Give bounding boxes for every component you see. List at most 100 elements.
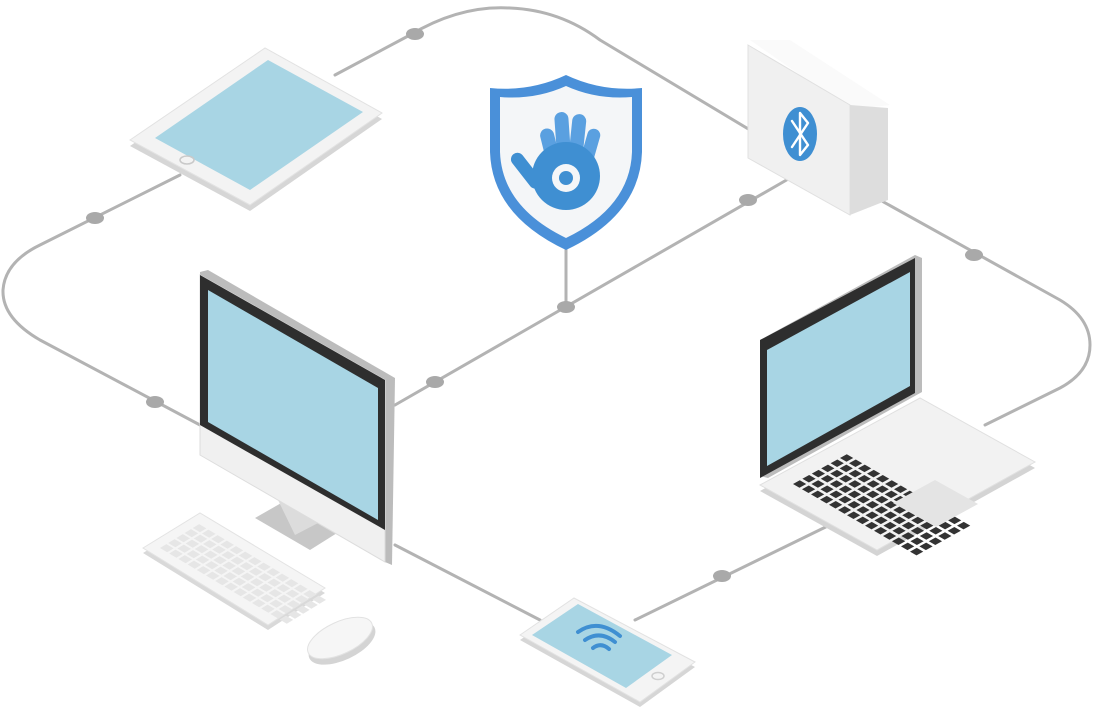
keycap xyxy=(232,577,247,586)
keycap xyxy=(883,532,897,540)
keycap xyxy=(192,524,207,533)
keycap xyxy=(238,551,253,560)
keycap xyxy=(178,555,192,564)
keycap xyxy=(866,480,880,488)
keycap xyxy=(278,605,293,614)
keycap xyxy=(820,475,835,483)
keycap xyxy=(184,529,199,538)
keycap xyxy=(196,566,211,575)
keycap xyxy=(257,562,271,571)
keycap xyxy=(277,594,292,603)
keycap xyxy=(250,578,264,587)
keycap xyxy=(901,521,916,530)
keycap xyxy=(910,547,924,556)
connector-dot xyxy=(739,194,757,206)
keycap xyxy=(176,534,190,543)
keycap xyxy=(857,485,871,493)
keycap xyxy=(894,485,908,493)
keycap xyxy=(867,469,881,478)
keycap xyxy=(876,475,890,483)
keycap xyxy=(856,495,871,504)
keycap xyxy=(284,579,299,588)
tablet-icon xyxy=(129,47,383,211)
connector-dot xyxy=(146,396,164,408)
keycap xyxy=(248,557,262,566)
keycap xyxy=(252,599,266,608)
keycap xyxy=(267,578,281,587)
keycap xyxy=(286,600,301,609)
keycap xyxy=(947,527,961,535)
keycap xyxy=(258,573,272,582)
desktop-to-phone-line xyxy=(393,543,542,622)
keycap xyxy=(230,556,245,565)
keycap xyxy=(222,561,236,570)
keycap xyxy=(186,550,201,559)
keycap xyxy=(251,588,265,597)
bluetooth-hub xyxy=(747,40,890,216)
keycap xyxy=(874,516,888,525)
keycap xyxy=(811,490,825,499)
mouse-icon xyxy=(307,616,376,665)
keycap xyxy=(205,561,219,570)
keycap xyxy=(883,511,898,519)
keycap xyxy=(214,566,228,575)
keycap xyxy=(204,550,218,559)
keycap xyxy=(229,546,244,555)
keycap xyxy=(910,527,925,535)
keycap xyxy=(268,589,282,598)
connector-dot xyxy=(965,249,983,261)
keycap xyxy=(802,475,816,483)
hand-shield-icon xyxy=(490,75,642,250)
keycap xyxy=(892,537,906,545)
keycap xyxy=(259,583,273,592)
keycap xyxy=(910,537,924,545)
keycap xyxy=(294,584,308,593)
keycap xyxy=(276,584,291,593)
keycap xyxy=(830,459,844,467)
keycap xyxy=(856,516,870,525)
connector-lines xyxy=(1,6,1092,622)
outer-loop-left xyxy=(1,173,202,427)
keycap xyxy=(820,495,834,504)
laptop-icon xyxy=(758,255,1037,556)
keycap xyxy=(848,469,862,478)
keycap xyxy=(312,595,326,604)
keycap xyxy=(203,540,217,549)
connector-dot xyxy=(86,212,104,224)
keycap xyxy=(261,604,275,613)
keycap xyxy=(169,549,183,558)
keycap xyxy=(821,464,835,473)
keycap xyxy=(901,542,915,551)
keycap xyxy=(839,464,853,473)
bluetooth-icon xyxy=(783,107,817,161)
keycap xyxy=(820,485,834,493)
keycap xyxy=(160,544,174,553)
keycap xyxy=(242,593,257,602)
keycap xyxy=(829,501,843,509)
keycap xyxy=(866,490,880,499)
keycap xyxy=(847,501,861,509)
keycap xyxy=(249,567,263,576)
keycap xyxy=(224,582,238,591)
keycap xyxy=(929,527,943,535)
keycap xyxy=(865,521,879,530)
keycap xyxy=(838,495,852,504)
keycap xyxy=(206,571,220,580)
keycap xyxy=(885,480,899,488)
keycap xyxy=(875,485,889,493)
keycap xyxy=(287,610,302,619)
connector-dot xyxy=(426,376,444,388)
keycap xyxy=(928,537,943,545)
keycap xyxy=(849,459,863,467)
keycap xyxy=(883,521,897,530)
keycap xyxy=(241,583,256,592)
keycap xyxy=(874,506,889,514)
keycap xyxy=(848,480,862,488)
keycap xyxy=(856,506,870,514)
keycap xyxy=(295,595,309,604)
keycap xyxy=(858,464,872,473)
keycap xyxy=(279,615,294,624)
keycap xyxy=(212,545,226,554)
desktop-to-hub-line xyxy=(393,176,792,407)
